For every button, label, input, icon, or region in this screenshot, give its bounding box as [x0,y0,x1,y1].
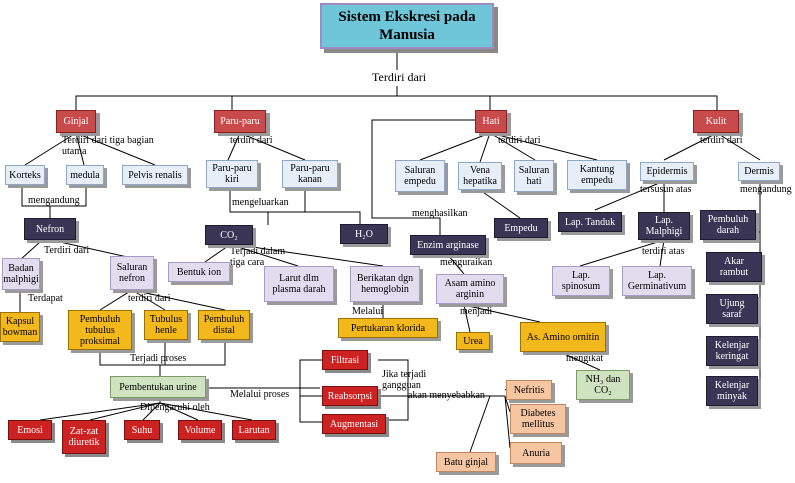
label-terdiri-dari: Terdiri dari [372,70,427,84]
node-pembuluh-darah: Pembuluh darah [700,210,756,240]
node-saluran-nefron: Saluran nefron [110,256,154,290]
node-co2: CO₂ [205,225,253,245]
node-larut-dlm: Larut dlm plasma darah [264,266,334,302]
label-terjadi-proses: Terjadi proses [130,353,187,364]
node-diabetes: Diabetes mellitus [510,404,566,434]
node-pembentukan-urine: Pembentukan urine [110,376,206,398]
node-saluran-empedu: Saluran empedu [395,160,445,192]
label-tersusun-atas: tersusun atas [640,184,692,195]
label-terdapat: Terdapat [28,293,63,304]
label-melalui: Melalui [352,306,384,317]
node-hati: Hati [475,110,507,133]
node-filtrasi: Filtrasi [322,350,368,370]
node-lap-tanduk: Lap. Tanduk [558,212,622,232]
label-nefron-terdiri: Terdiri dari [44,245,90,256]
node-pembuluh-distal: Pembuluh distal [198,310,250,340]
node-akar-rambut: Akar rambut [706,252,762,282]
label-akan-menyebabkan: akan menyebabkan [408,390,485,401]
node-emosi: Emosi [8,420,52,440]
node-saluran-hati: Saluran hati [514,160,554,192]
label-saluran-terdiri: terdiri dari [128,293,171,304]
label-terdiri-tiga: Terdiri dari tiga bagian utama [62,135,154,157]
node-enzim: Enzim arginase [410,235,486,255]
node-lap-germinativum: Lap. Germinativum [622,266,692,296]
node-kelenjar-keringat: Kelenjar keringat [706,336,758,366]
label-menghasilkan: menghasilkan [412,208,468,219]
node-asam-ornitin: As. Amino ornitin [520,322,606,352]
node-reabsorpsi: Reabsorpsi [322,386,378,406]
label-kulit-terdiri: terdiri dari [700,135,743,146]
label-paru-terdiri: terdiri dari [230,135,273,146]
node-tubulus-henle: Tubulus henle [144,310,188,340]
node-lap-spinosum: Lap. spinosum [552,266,610,296]
node-paru-kiri: Paru-paru kiri [206,160,258,188]
node-larutan: Larutan [232,420,276,440]
label-mengikat: mengikat [566,353,604,364]
node-h2o: H₂O [340,224,388,244]
label-hati-terdiri: terdiri dari [498,135,541,146]
label-melalui-proses: Melalui proses [230,389,290,400]
node-bentuk-ion: Bentuk ion [168,262,230,282]
node-badan-malphigi: Badan malphigi [2,258,40,290]
node-pelvis: Pelvis renalis [122,165,188,185]
node-kapsul-bowman: Kapsul bowman [0,312,40,342]
label-dipengaruhi: Dipengaruhi oleh [140,402,210,413]
node-volume: Volume [178,420,222,440]
node-dermis: Dermis [738,162,780,181]
node-berikatan: Berikatan dgn hemoglobin [350,266,420,302]
node-medula: medula [66,165,104,185]
node-nefron: Nefron [24,218,76,240]
label-menjadi: menjadi [460,306,493,317]
node-urea: Urea [456,332,490,350]
label-terjadi-dalam: Terjadi dalam tiga cara [230,246,286,268]
node-nh3-co2: NH₃ dan CO₂ [576,370,630,400]
node-paru-kanan: Paru-paru kanan [282,160,338,188]
node-empedu: Empedu [494,218,548,238]
page-title: Sistem Ekskresi pada Manusia [320,3,494,49]
label-mengandung-2: mengandung [740,184,792,195]
node-asam-amino: Asam amino arginin [436,274,504,304]
node-augmentasi: Augmentasi [322,414,386,434]
node-anuria: Anuria [510,442,562,464]
node-ginjal: Ginjal [56,110,96,133]
node-vena-hepatika: Vena hepatika [458,162,502,190]
node-korteks: Korteks [5,165,45,185]
node-kulit: Kulit [693,110,739,133]
label-menguraikan: menguraikan [440,257,493,268]
node-kelenjar-minyak: Kelenjar minyak [706,376,758,406]
label-mengandung: mengandung [28,195,80,206]
label-mengeluarkan: mengeluarkan [232,197,289,208]
node-paru: Paru-paru [214,110,266,133]
node-pertukaran-klorida: Pertukaran klorida [338,318,438,338]
node-epidermis: Epidermis [640,162,694,181]
node-lap-malphigi: Lap. Malphigi [638,212,690,240]
label-terdiri-atas: terdiri atas [642,246,685,257]
node-batu-ginjal: Batu ginjal [436,452,496,472]
node-zat-diuretik: Zat-zat diuretik [62,420,106,454]
node-nefritis: Nefritis [506,380,552,400]
node-pembuluh-proksimal: Pembuluh tubulus proksimal [68,310,132,350]
node-ujung-saraf: Ujung saraf [706,294,758,324]
label-jika-gangguan: Jika terjadi gangguan [382,369,427,391]
node-kantung-empedu: Kantung empedu [567,160,627,190]
node-suhu: Suhu [124,420,160,440]
